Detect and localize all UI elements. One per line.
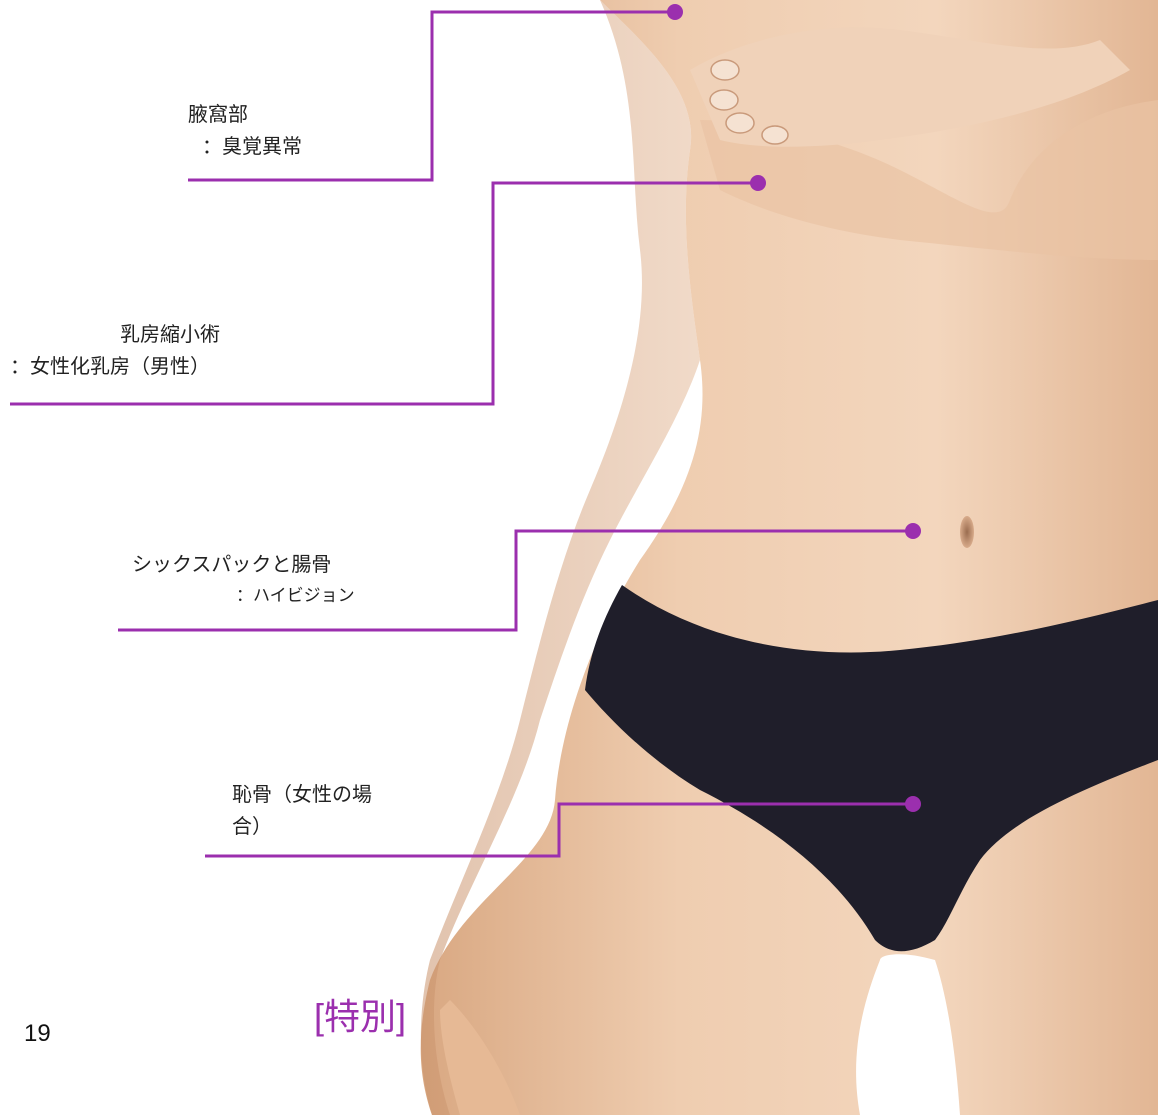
callout-dot-breast xyxy=(750,175,766,191)
callout-label-pubic: 恥骨（女性の場 合） xyxy=(232,778,372,842)
callout-detail-armpit: ：臭覚異常 xyxy=(188,130,302,162)
callout-detail-pubic: 合） xyxy=(232,810,372,842)
navel-shape xyxy=(960,516,974,548)
callout-dot-armpit xyxy=(667,4,683,20)
special-tag: [特別] xyxy=(314,988,406,1040)
callout-title-armpit: 腋窩部 xyxy=(188,102,248,126)
page-number: 19 xyxy=(24,1020,51,1048)
callout-label-sixpack: シックスパックと腸骨 ：ハイビジョン xyxy=(132,548,355,612)
callout-title-breast: 乳房縮小術 xyxy=(10,318,220,350)
callout-dot-sixpack xyxy=(905,523,921,539)
callout-label-armpit: 腋窩部 ：臭覚異常 xyxy=(188,98,302,162)
callout-label-breast: 乳房縮小術 ：女性化乳房（男性） xyxy=(10,318,220,382)
callout-detail-breast: ：女性化乳房（男性） xyxy=(10,350,220,382)
callout-title-sixpack: シックスパックと腸骨 xyxy=(132,552,331,576)
callout-detail-sixpack: ：ハイビジョン xyxy=(132,580,355,612)
callout-dot-pubic xyxy=(905,796,921,812)
callout-title-pubic: 恥骨（女性の場 xyxy=(232,782,372,806)
